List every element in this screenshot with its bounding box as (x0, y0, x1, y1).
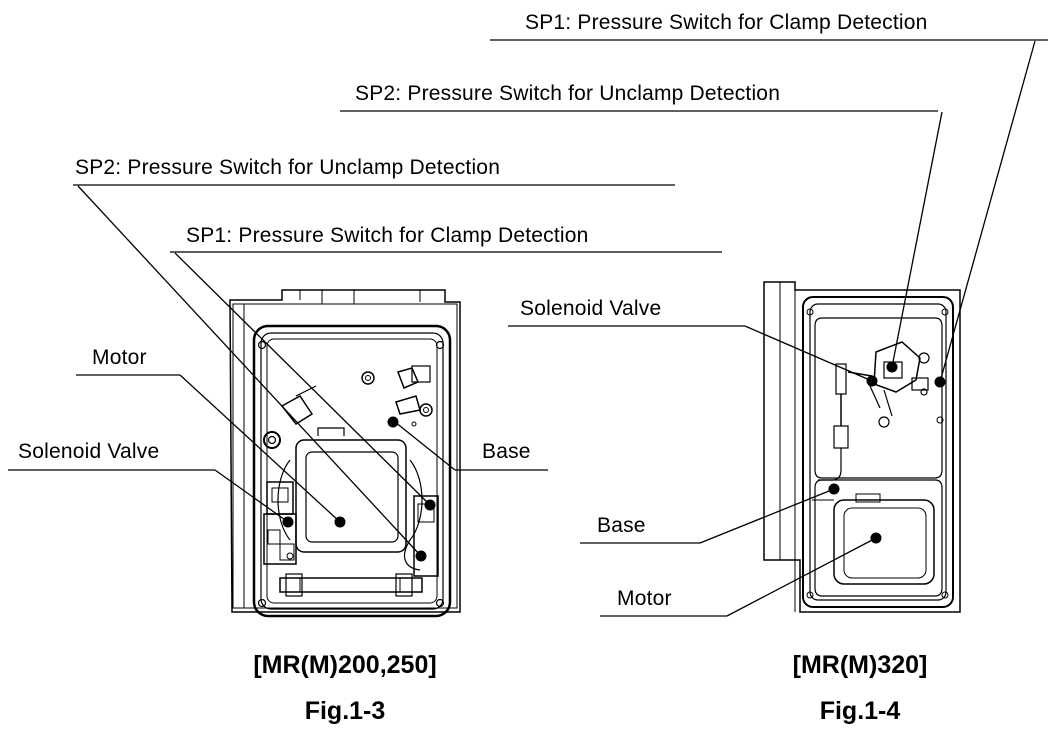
dot-left-base (387, 416, 399, 428)
label-right-sp1: SP1: Pressure Switch for Clamp Detection (525, 11, 928, 34)
caption-left-model: [MR(M)200,250] (253, 651, 437, 679)
dot-right-solenoid (866, 375, 878, 387)
left-unit-drawing (229, 289, 461, 618)
dot-right-sp1 (934, 376, 946, 388)
caption-right-model: [MR(M)320] (792, 651, 928, 679)
label-right-solenoid: Solenoid Valve (520, 297, 662, 320)
dot-right-motor (870, 532, 882, 544)
dot-left-sp2 (415, 550, 427, 562)
right-unit-drawing (763, 281, 961, 613)
label-left-base: Base (482, 440, 531, 463)
dot-left-sp1 (424, 499, 436, 511)
label-right-base: Base (597, 514, 646, 537)
label-right-motor: Motor (617, 587, 672, 610)
dot-right-base (828, 483, 840, 495)
caption-left-figure: Fig.1-3 (304, 697, 386, 725)
label-left-solenoid: Solenoid Valve (18, 440, 160, 463)
leader-dots (282, 361, 946, 562)
dot-left-motor (334, 516, 346, 528)
leader-lines (8, 39, 1048, 617)
label-left-motor: Motor (92, 346, 147, 369)
caption-right-figure: Fig.1-4 (819, 697, 901, 725)
dot-left-solenoid (282, 516, 294, 528)
label-left-sp1: SP1: Pressure Switch for Clamp Detection (186, 224, 589, 247)
label-right-sp2: SP2: Pressure Switch for Unclamp Detecti… (355, 82, 781, 105)
dot-right-sp2 (886, 361, 898, 373)
label-left-sp2: SP2: Pressure Switch for Unclamp Detecti… (75, 156, 501, 179)
